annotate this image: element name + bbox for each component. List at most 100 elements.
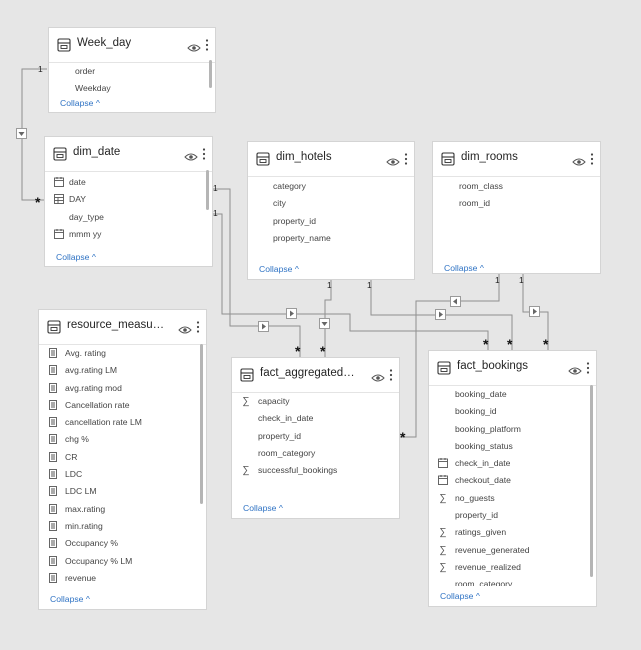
field-property-name[interactable]: property_name (248, 230, 404, 247)
field-label: Avg. rating (65, 348, 106, 358)
eye-icon[interactable] (178, 322, 192, 334)
many-marker: * (483, 336, 489, 352)
eye-icon[interactable] (184, 149, 198, 161)
field-room-id[interactable]: room_id (433, 195, 590, 212)
field-avg-rating-lm[interactable]: avg.rating LM (39, 362, 196, 379)
field-revenue-realized[interactable]: ∑revenue_realized (429, 559, 586, 576)
field-category[interactable]: category (248, 178, 404, 195)
filter-direction-down-icon[interactable] (16, 128, 27, 139)
field-cancellation-rate-lm[interactable]: cancellation rate LM (39, 414, 196, 431)
more-options-icon[interactable] (586, 361, 590, 375)
table-icon (441, 152, 455, 166)
field-ldc-lm[interactable]: LDC LM (39, 483, 196, 500)
filter-direction-right-icon[interactable] (529, 306, 540, 317)
field-cancellation-rate[interactable]: Cancellation rate (39, 397, 196, 414)
field-city[interactable]: city (248, 195, 404, 212)
collapse-button[interactable]: Collapse ^ (440, 591, 480, 601)
scrollbar[interactable] (590, 385, 593, 577)
more-options-icon[interactable] (196, 320, 200, 334)
field-room-category[interactable]: room_category (232, 445, 389, 462)
field-cr[interactable]: CR (39, 449, 196, 466)
field-day[interactable]: DAY (45, 191, 202, 208)
field-label: mmm yy (69, 228, 102, 239)
field-check-in-date[interactable]: check_in_date (429, 455, 586, 472)
table-header[interactable]: fact_aggregated_boo... (232, 358, 399, 393)
collapse-button[interactable]: Collapse ^ (243, 503, 283, 513)
field-weekday[interactable]: Weekday (49, 80, 205, 93)
eye-icon[interactable] (386, 154, 400, 166)
table-header[interactable]: dim_rooms (433, 142, 600, 177)
field-booking-platform[interactable]: booking_platform (429, 421, 586, 438)
more-options-icon[interactable] (205, 38, 209, 52)
field-max-rating[interactable]: max.rating (39, 501, 196, 518)
field-avg-rating-mod[interactable]: avg.rating mod (39, 380, 196, 397)
collapse-button[interactable]: Collapse ^ (60, 98, 100, 108)
field-check-in-date[interactable]: check_in_date (232, 410, 389, 427)
field-ratings-given[interactable]: ∑ratings_given (429, 524, 586, 541)
eye-icon[interactable] (371, 370, 385, 382)
scrollbar[interactable] (200, 344, 203, 504)
field-successful-bookings[interactable]: ∑successful_bookings (232, 462, 389, 479)
table-header[interactable]: dim_date (45, 137, 212, 172)
field-date[interactable]: date (45, 174, 202, 191)
field-booking-status[interactable]: booking_status (429, 438, 586, 455)
collapse-button[interactable]: Collapse ^ (56, 252, 96, 262)
field-chg[interactable]: chg % (39, 431, 196, 448)
filter-direction-right-icon[interactable] (258, 321, 269, 332)
field-label: property_name (273, 232, 331, 243)
field-capacity[interactable]: ∑capacity (232, 393, 389, 410)
collapse-button[interactable]: Collapse ^ (444, 263, 484, 273)
collapse-button[interactable]: Collapse ^ (50, 594, 90, 604)
field-occupancy-lm[interactable]: Occupancy % LM (39, 553, 196, 570)
field-room-class[interactable]: room_class (433, 178, 590, 195)
table-icon (47, 320, 61, 334)
table-header[interactable]: Week_day (49, 28, 215, 63)
field-revenue-generated[interactable]: ∑revenue_generated (429, 542, 586, 559)
field-property-id[interactable]: property_id (248, 213, 404, 230)
field-ldc[interactable]: LDC (39, 466, 196, 483)
filter-direction-right-icon[interactable] (286, 308, 297, 319)
field-room-category[interactable]: room_category (429, 576, 586, 586)
scrollbar[interactable] (206, 170, 209, 210)
many-marker: * (543, 336, 549, 352)
more-options-icon[interactable] (202, 147, 206, 161)
eye-icon[interactable] (572, 154, 586, 166)
more-options-icon[interactable] (404, 152, 408, 166)
table-header[interactable]: resource_measures (39, 310, 206, 345)
collapse-button[interactable]: Collapse ^ (259, 264, 299, 274)
eye-icon[interactable] (568, 363, 582, 375)
more-options-icon[interactable] (590, 152, 594, 166)
more-options-icon[interactable] (389, 368, 393, 382)
field-min-rating[interactable]: min.rating (39, 518, 196, 535)
field-no-guests[interactable]: ∑no_guests (429, 490, 586, 507)
filter-direction-left-icon[interactable] (450, 296, 461, 307)
field-revenue[interactable]: revenue (39, 570, 196, 587)
scrollbar[interactable] (209, 60, 212, 88)
field-avg-rating[interactable]: Avg. rating (39, 345, 196, 362)
table-header[interactable]: dim_hotels (248, 142, 414, 177)
field-property-id[interactable]: property_id (429, 507, 586, 524)
field-checkout-date[interactable]: checkout_date (429, 472, 586, 489)
measure-icon (48, 521, 58, 531)
field-occupancy[interactable]: Occupancy % (39, 535, 196, 552)
field-day-type[interactable]: day_type (45, 209, 202, 226)
sigma-icon: ∑ (439, 492, 447, 504)
field-property-id[interactable]: property_id (232, 428, 389, 445)
eye-icon[interactable] (187, 40, 201, 52)
field-order[interactable]: order (49, 63, 205, 80)
table-header[interactable]: fact_bookings (429, 351, 596, 386)
field-mmm-yy[interactable]: mmm yy (45, 226, 202, 243)
table-card-fact-aggregated[interactable]: fact_aggregated_boo...∑capacitycheck_in_… (231, 357, 400, 519)
field-booking-date[interactable]: booking_date (429, 386, 586, 403)
filter-direction-right-icon[interactable] (435, 309, 446, 320)
field-booking-id[interactable]: booking_id (429, 403, 586, 420)
filter-direction-down-icon[interactable] (319, 318, 330, 329)
field-label: revenue_realized (455, 561, 521, 572)
